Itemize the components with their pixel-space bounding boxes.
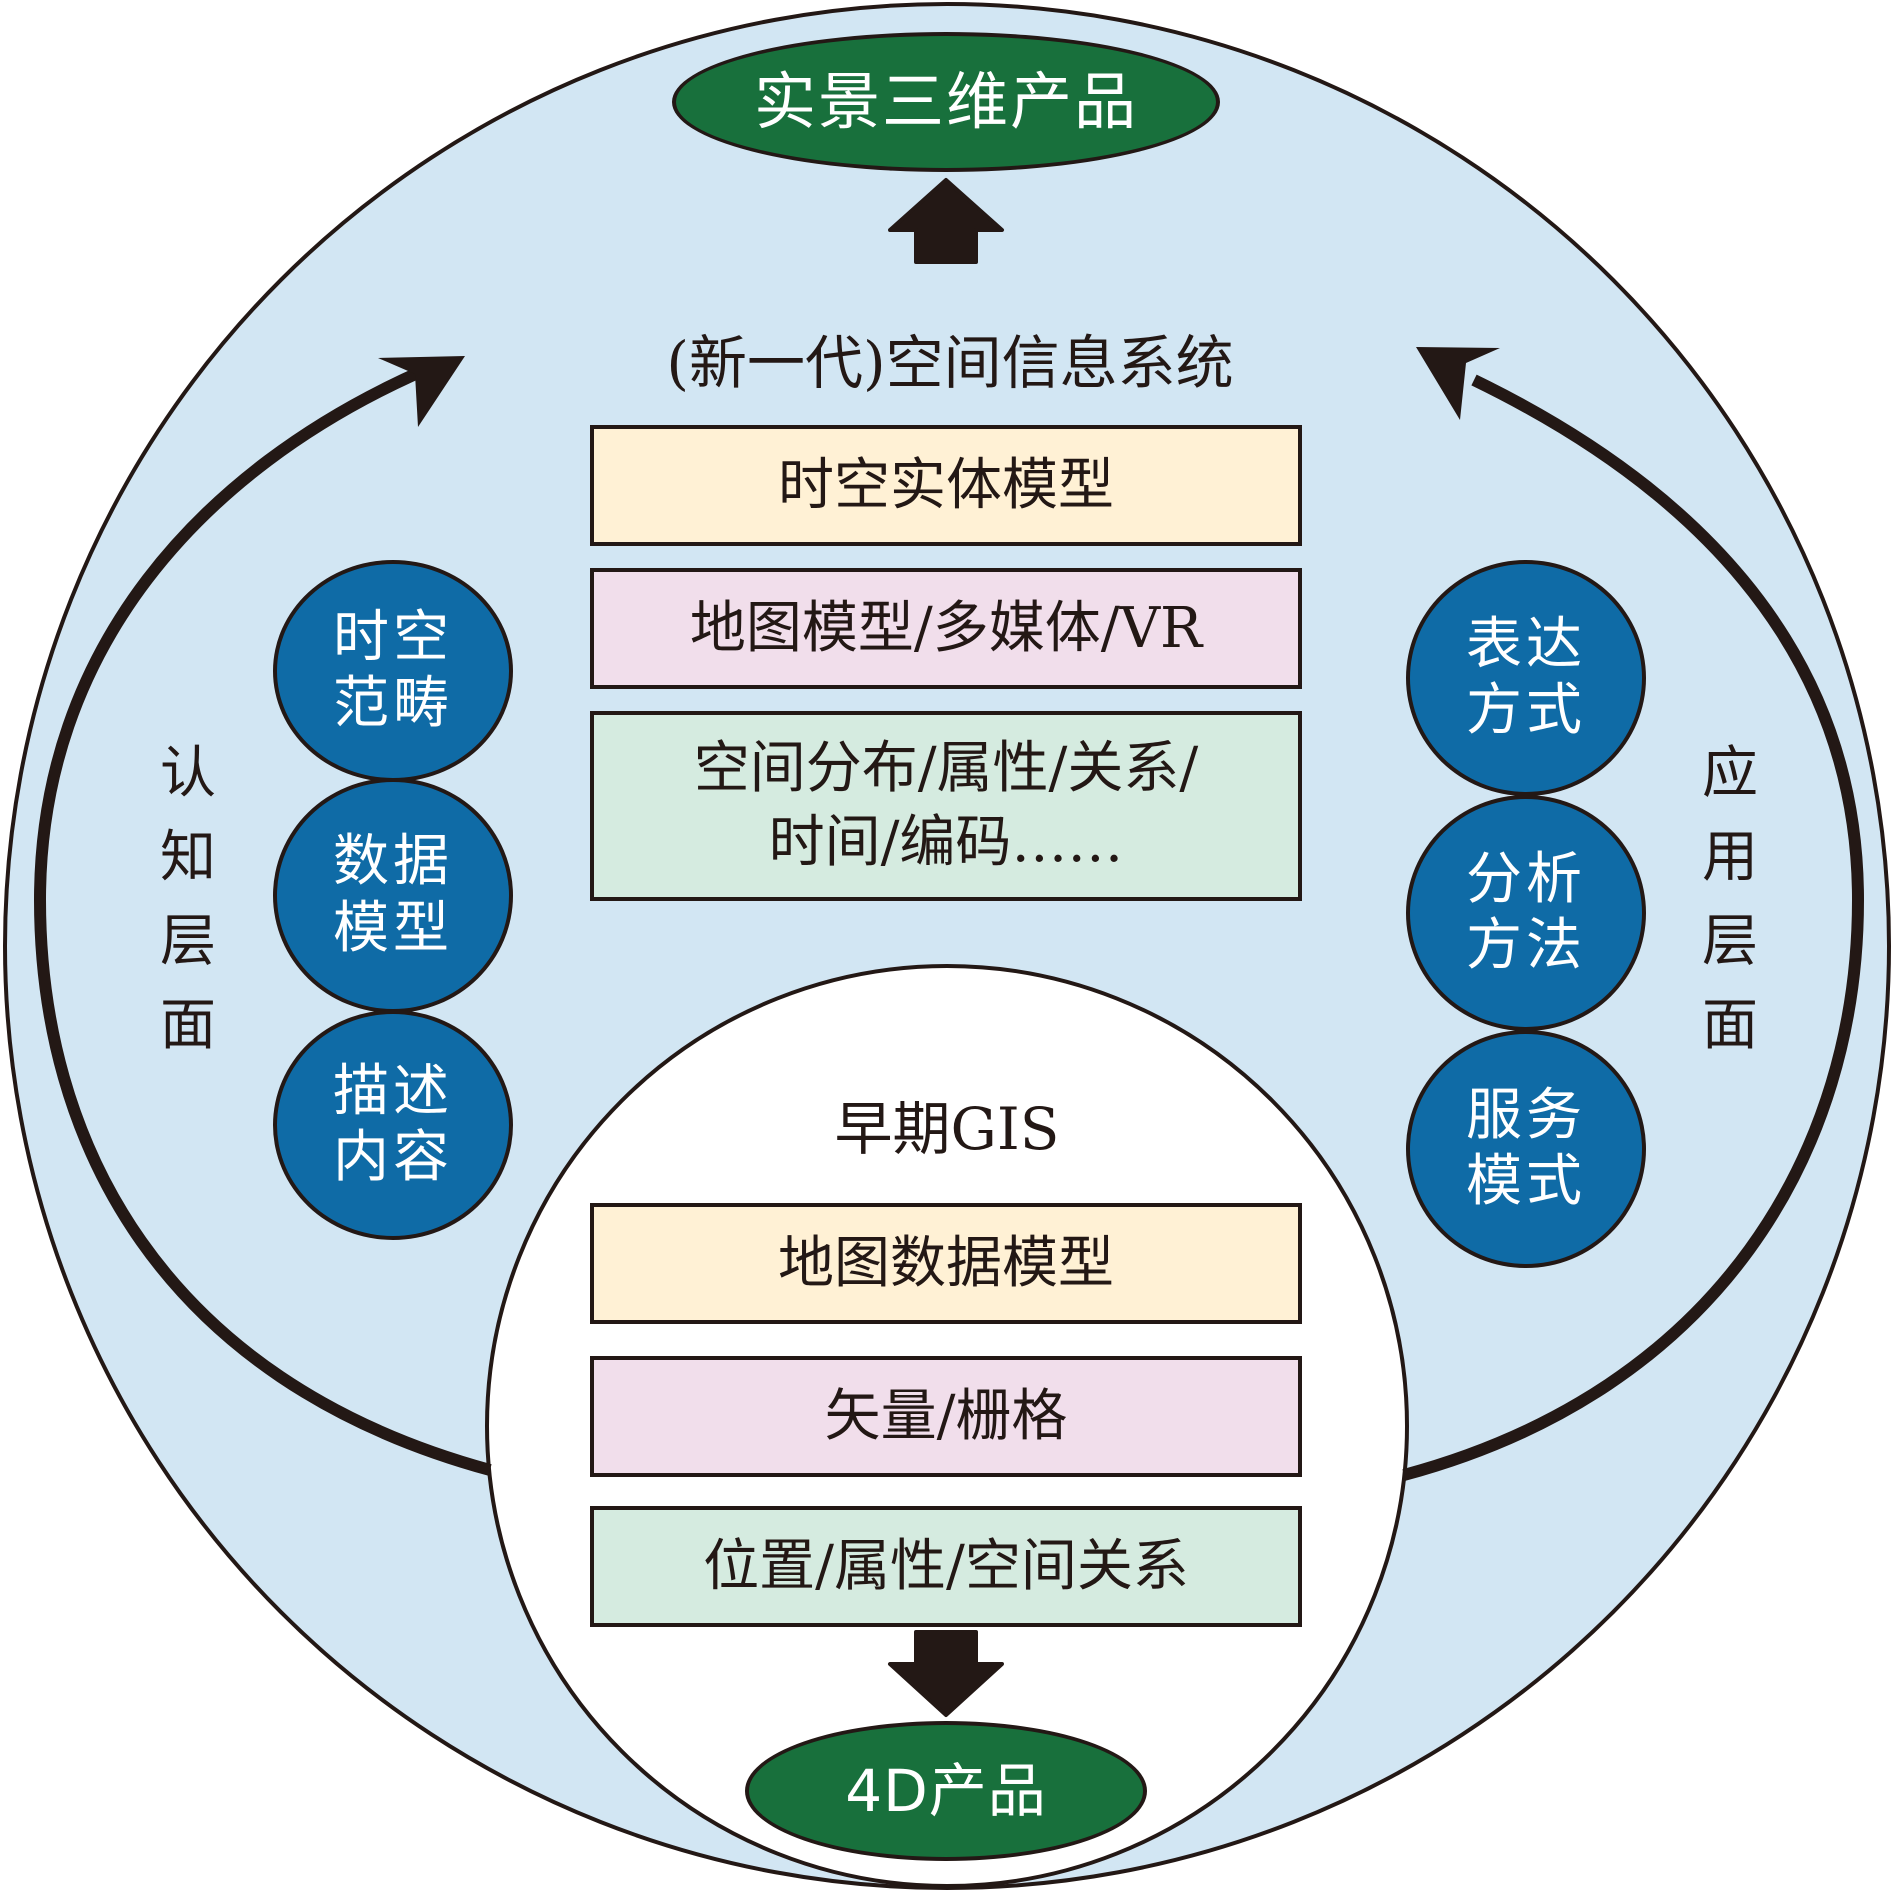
early-gis-box-3-label: 位置/属性/空间关系 bbox=[703, 1533, 1189, 1599]
cognitive-item-2-line1: 数据 bbox=[333, 829, 453, 895]
early-gis-box-2-label: 矢量/栅格 bbox=[824, 1383, 1068, 1449]
early-gis-box-3: 位置/属性/空间关系 bbox=[590, 1506, 1302, 1627]
cognitive-level-label: 认 知 层 面 bbox=[148, 732, 228, 1068]
bottom-product-ellipse: 4D产品 bbox=[745, 1721, 1147, 1861]
bottom-product-label: 4D产品 bbox=[845, 1756, 1047, 1825]
cognitive-char-4: 面 bbox=[160, 993, 216, 1058]
cognitive-item-2-line2: 模型 bbox=[333, 895, 453, 961]
application-item-2-line1: 分析 bbox=[1466, 846, 1586, 912]
cognitive-char-3: 层 bbox=[160, 909, 216, 974]
application-item-2: 分析 方法 bbox=[1406, 795, 1646, 1031]
cognitive-item-1-line2: 范畴 bbox=[333, 671, 453, 736]
new-system-title: (新一代)空间信息系统 bbox=[666, 329, 1234, 397]
application-char-1: 应 bbox=[1702, 741, 1758, 806]
right-arrow-head bbox=[1416, 347, 1500, 420]
curved-arrow-icon bbox=[1402, 347, 1865, 1481]
application-item-1-line2: 方式 bbox=[1466, 678, 1586, 743]
early-gis-box-1: 地图数据模型 bbox=[590, 1203, 1302, 1324]
new-system-box-2-label: 地图模型/多媒体/VR bbox=[689, 595, 1203, 661]
new-system-box-1: 时空实体模型 bbox=[590, 425, 1302, 546]
left-arrow-head bbox=[378, 356, 465, 427]
application-item-3-line1: 服务 bbox=[1466, 1082, 1586, 1148]
curved-arrow-icon bbox=[33, 356, 492, 1476]
application-char-2: 用 bbox=[1702, 825, 1758, 890]
cognitive-item-1-line1: 时空 bbox=[333, 604, 453, 670]
right-arrow-curve bbox=[1402, 374, 1865, 1481]
cognitive-item-2: 数据 模型 bbox=[273, 778, 513, 1013]
early-gis-box-2: 矢量/栅格 bbox=[590, 1356, 1302, 1477]
new-system-box-3-line1: 空间分布/属性/关系/ bbox=[693, 736, 1199, 802]
arrow-up-icon bbox=[888, 178, 1004, 264]
new-system-box-2: 地图模型/多媒体/VR bbox=[590, 568, 1302, 689]
application-char-4: 面 bbox=[1702, 993, 1758, 1058]
application-item-3-line2: 模式 bbox=[1466, 1149, 1586, 1214]
top-product-ellipse: 实景三维产品 bbox=[672, 32, 1220, 172]
left-arrow-curve bbox=[33, 366, 492, 1476]
cognitive-item-3: 描述 内容 bbox=[273, 1010, 513, 1240]
arrow-down-icon bbox=[888, 1630, 1004, 1717]
application-item-3: 服务 模式 bbox=[1406, 1030, 1646, 1268]
early-gis-title: 早期GIS bbox=[834, 1095, 1060, 1163]
application-char-3: 层 bbox=[1702, 909, 1758, 974]
application-item-1: 表达 方式 bbox=[1406, 560, 1646, 796]
new-system-box-3: 空间分布/属性/关系/ 时间/编码…… bbox=[590, 711, 1302, 901]
cognitive-item-3-line1: 描述 bbox=[333, 1058, 453, 1124]
cognitive-char-1: 认 bbox=[160, 741, 216, 806]
cognitive-char-2: 知 bbox=[160, 825, 216, 890]
new-system-box-1-label: 时空实体模型 bbox=[778, 452, 1114, 518]
cognitive-item-3-line2: 内容 bbox=[333, 1125, 453, 1190]
top-product-label: 实景三维产品 bbox=[753, 65, 1138, 139]
early-gis-box-1-label: 地图数据模型 bbox=[778, 1230, 1114, 1296]
application-level-label: 应 用 层 面 bbox=[1690, 732, 1770, 1068]
cognitive-item-1: 时空 范畴 bbox=[273, 560, 513, 782]
application-item-2-line2: 方法 bbox=[1466, 913, 1586, 978]
new-system-box-3-line2: 时间/编码…… bbox=[768, 810, 1124, 875]
application-item-1-line1: 表达 bbox=[1466, 611, 1586, 677]
